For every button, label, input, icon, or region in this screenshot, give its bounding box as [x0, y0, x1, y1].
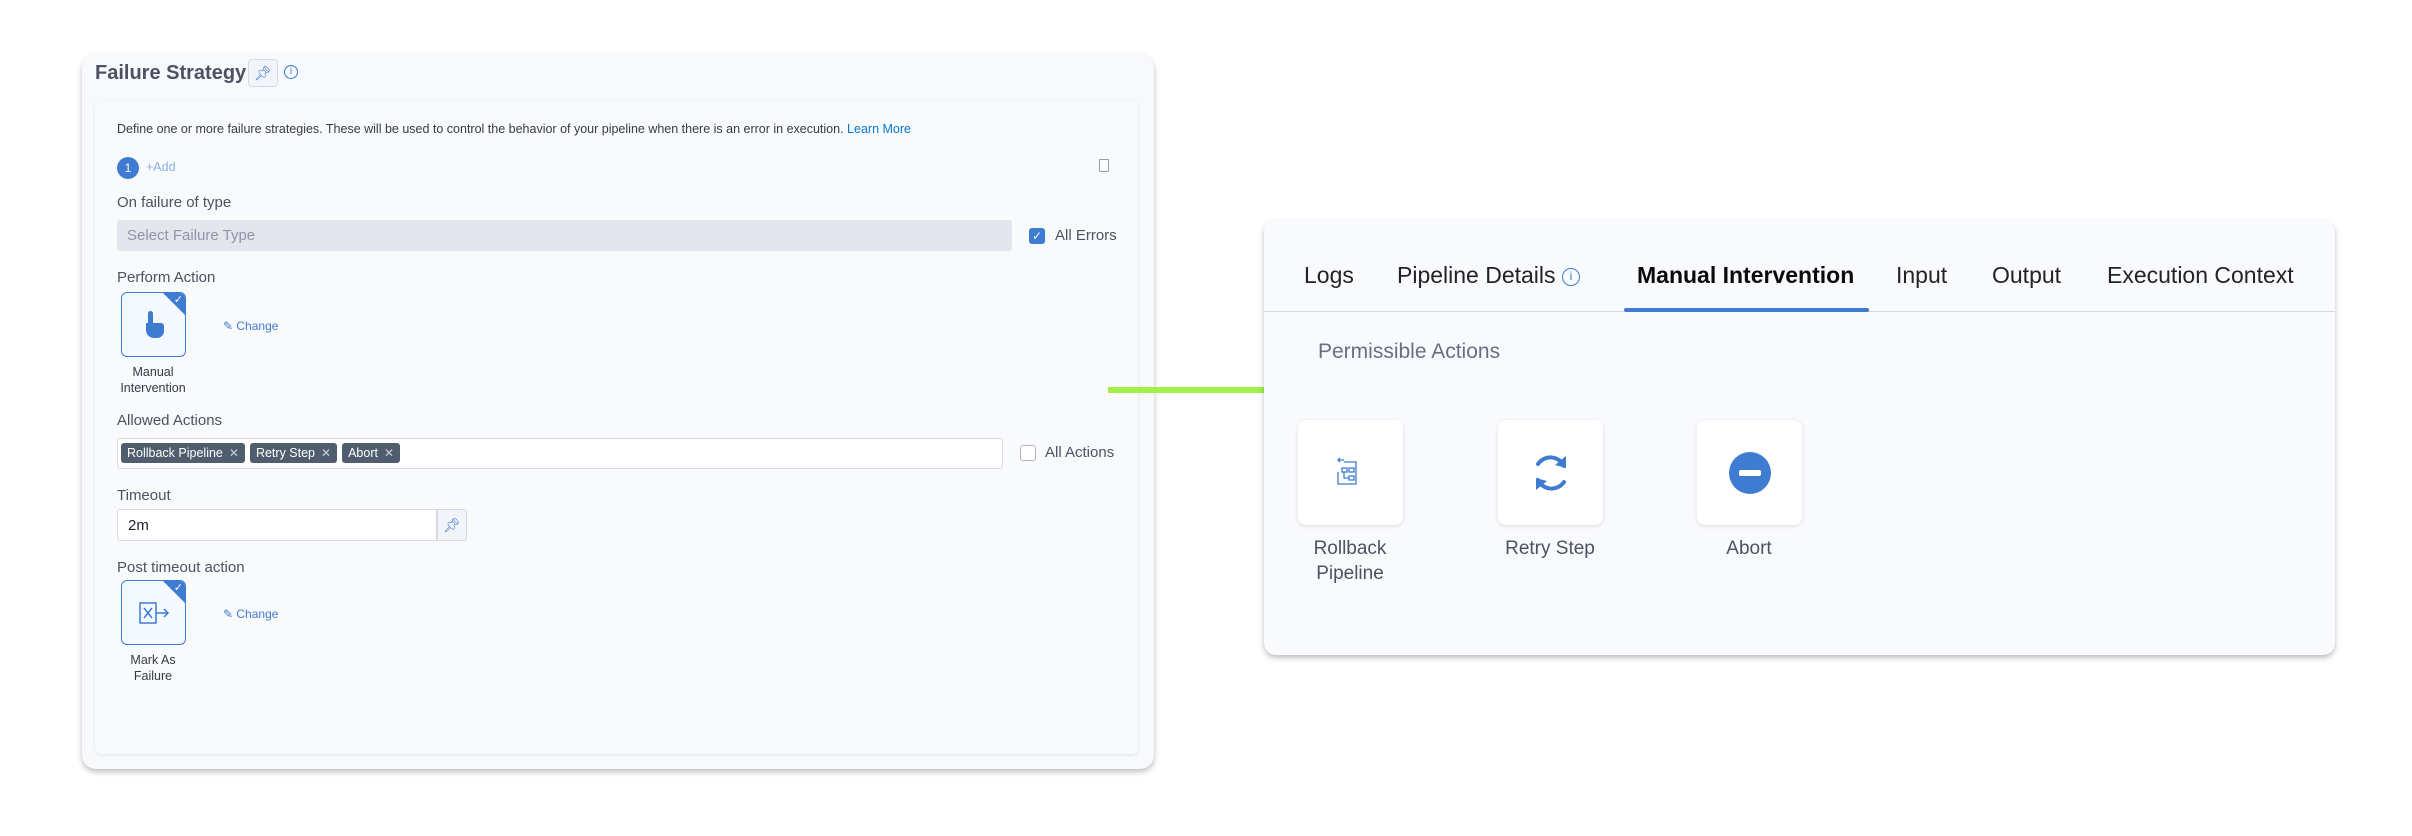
- remove-icon[interactable]: ✕: [228, 446, 239, 460]
- add-strategy-button[interactable]: +Add: [146, 160, 176, 174]
- active-tab-indicator: [1624, 308, 1869, 312]
- chip-rollback-pipeline: Rollback Pipeline ✕: [121, 443, 245, 463]
- perform-action-label: Perform Action: [117, 269, 216, 286]
- hand-pointer-icon: [146, 311, 164, 338]
- change-post-timeout-button[interactable]: ✎ Change: [223, 607, 278, 621]
- check-icon: ✓: [173, 582, 183, 594]
- mark-as-failure-card[interactable]: ✓: [121, 580, 186, 645]
- failure-strategy-panel: Failure Strategy 📌︎ i Define one or more…: [82, 54, 1154, 769]
- pencil-icon: ✎: [223, 607, 237, 621]
- execution-panel: Logs Pipeline Details i Manual Intervent…: [1264, 220, 2335, 655]
- manual-intervention-card[interactable]: ✓: [121, 292, 186, 357]
- rollback-icon: [1336, 457, 1357, 485]
- description: Define one or more failure strategies. T…: [117, 122, 911, 136]
- timeout-label: Timeout: [117, 487, 171, 504]
- change-label: Change: [236, 607, 279, 621]
- timeout-pin-button[interactable]: 📌︎: [437, 509, 467, 541]
- chip-label: Retry Step: [255, 446, 316, 460]
- post-timeout-card-label: Mark As Failure: [130, 653, 176, 683]
- on-failure-label: On failure of type: [117, 194, 232, 211]
- chip-label: Rollback Pipeline: [127, 446, 223, 460]
- allowed-actions-label: Allowed Actions: [117, 412, 223, 429]
- learn-more-link[interactable]: Learn More: [847, 122, 911, 136]
- tab-logs[interactable]: Logs: [1304, 262, 1354, 288]
- change-perform-action-button[interactable]: ✎ Change: [223, 319, 278, 333]
- delete-icon[interactable]: [1099, 159, 1109, 172]
- retry-step-label: Retry Step: [1505, 538, 1595, 559]
- abort-button[interactable]: [1697, 420, 1802, 525]
- abort-icon: [1728, 451, 1771, 494]
- info-icon[interactable]: i: [284, 65, 298, 79]
- perform-action-card-label: Manual Intervention: [120, 365, 186, 395]
- tab-input[interactable]: Input: [1896, 262, 1948, 288]
- rollback-pipeline-button[interactable]: [1298, 420, 1403, 525]
- all-errors-checkbox[interactable]: ✓: [1029, 228, 1045, 244]
- tab-output[interactable]: Output: [1992, 262, 2062, 288]
- pencil-icon: ✎: [223, 319, 237, 333]
- remove-icon[interactable]: ✕: [383, 446, 395, 460]
- allowed-actions-input[interactable]: Rollback Pipeline ✕ Retry Step ✕ Abort ✕: [117, 438, 1003, 469]
- remove-icon[interactable]: ✕: [321, 446, 332, 460]
- post-timeout-label: Post timeout action: [117, 559, 245, 576]
- strategy-card: Define one or more failure strategies. T…: [95, 101, 1138, 754]
- failure-type-select[interactable]: Select Failure Type: [117, 220, 1012, 251]
- chip-abort: Abort ✕: [342, 443, 401, 463]
- description-text: Define one or more failure strategies. T…: [117, 122, 844, 136]
- tab-execution-context[interactable]: Execution Context: [2107, 262, 2294, 288]
- change-label: Change: [236, 319, 279, 333]
- pin-button[interactable]: 📌︎: [248, 59, 278, 87]
- pin-icon: 📌︎: [443, 516, 461, 533]
- info-icon[interactable]: i: [1561, 268, 1580, 286]
- check-icon: ✓: [173, 294, 183, 306]
- rollback-pipeline-label: Rollback Pipeline: [1313, 538, 1387, 584]
- pin-icon: 📌︎: [254, 64, 272, 81]
- tab-pipeline-details[interactable]: Pipeline Details i: [1397, 262, 1580, 289]
- chip-retry-step: Retry Step ✕: [249, 443, 338, 463]
- step-number-badge[interactable]: 1: [117, 157, 139, 179]
- retry-icon: [1535, 454, 1566, 491]
- mark-failure-icon: [139, 602, 170, 624]
- tab-label: Pipeline Details: [1397, 262, 1556, 288]
- section-title: Permissible Actions: [1318, 340, 1501, 363]
- all-actions-label: All Actions: [1045, 444, 1115, 461]
- all-errors-label: All Errors: [1055, 227, 1117, 244]
- retry-step-button[interactable]: [1498, 420, 1603, 525]
- abort-label: Abort: [1726, 538, 1772, 559]
- timeout-input[interactable]: 2m: [117, 509, 437, 541]
- all-actions-checkbox[interactable]: [1020, 445, 1036, 461]
- chip-label: Abort: [348, 446, 378, 460]
- panel-title: Failure Strategy: [95, 62, 247, 84]
- tab-manual-intervention[interactable]: Manual Intervention: [1637, 262, 1855, 288]
